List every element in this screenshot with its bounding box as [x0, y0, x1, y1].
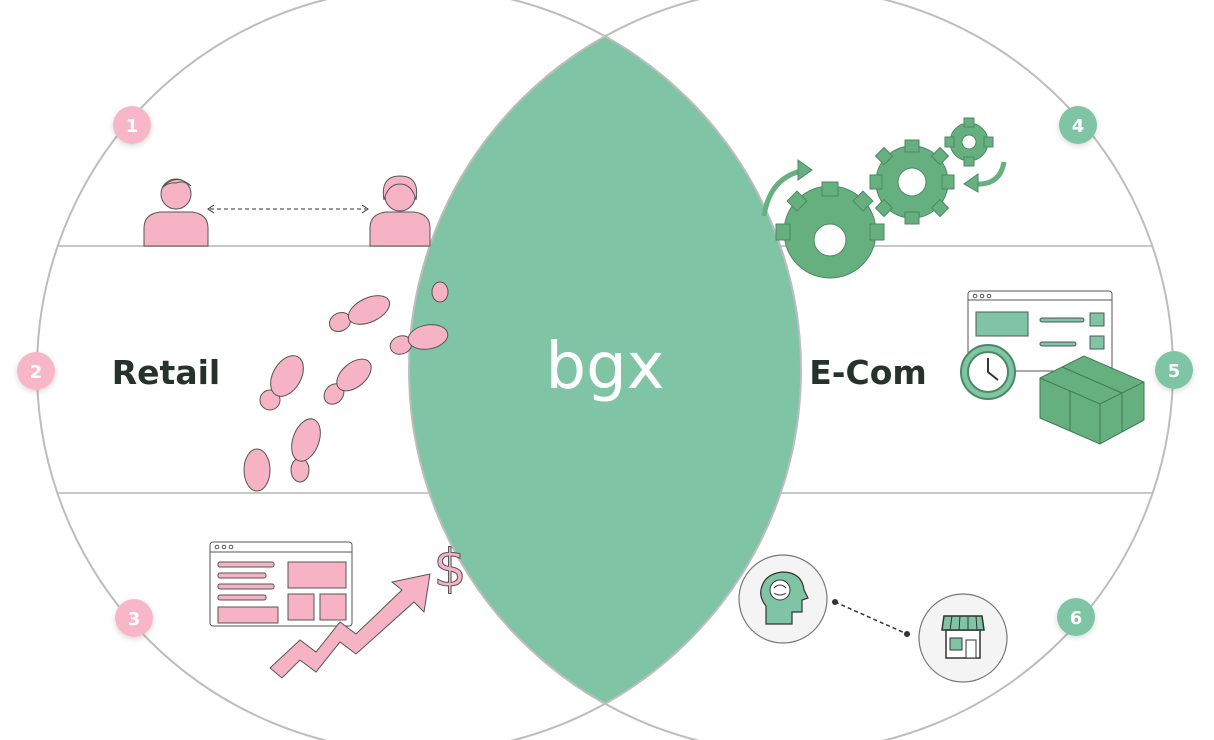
badge-3-label: 3 [128, 609, 141, 630]
badge-5-label: 5 [1168, 361, 1181, 382]
footprints-icon [243, 281, 449, 492]
badge-2 [17, 352, 55, 390]
badge-4-label: 4 [1072, 116, 1085, 137]
ai-brain-icon [738, 554, 828, 644]
connection-dashed-line [832, 599, 910, 637]
badge-3 [115, 599, 153, 637]
badge-1 [113, 106, 151, 144]
automation-gears-icon [761, 117, 1007, 279]
retail-label: Retail [112, 353, 220, 392]
badge-1-label: 1 [126, 116, 139, 137]
people-exchange-icon [143, 175, 431, 247]
badge-5 [1155, 351, 1193, 389]
intersection-lens [409, 0, 801, 740]
svg-text:$: $ [433, 539, 466, 599]
sales-growth-dashboard-icon: $ [209, 539, 467, 679]
storefront-icon [918, 593, 1008, 683]
badge-2-label: 2 [30, 362, 43, 383]
bgx-logo: bgx [545, 330, 664, 404]
badge-6-label: 6 [1070, 608, 1083, 629]
ecom-label: E-Com [809, 353, 927, 392]
badge-4 [1059, 106, 1097, 144]
badge-6 [1057, 598, 1095, 636]
order-fulfillment-icon [960, 290, 1145, 445]
